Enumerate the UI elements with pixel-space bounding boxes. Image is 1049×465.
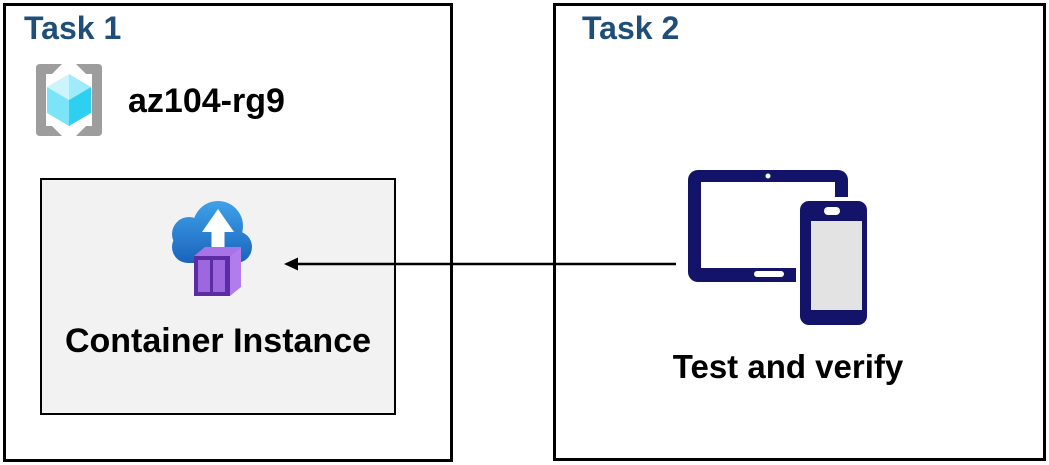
task1-title: Task 1 bbox=[24, 10, 122, 46]
resource-group-name: az104-rg9 bbox=[128, 82, 285, 120]
test-and-verify-label: Test and verify bbox=[672, 348, 904, 385]
resource-group-icon bbox=[36, 64, 102, 136]
task2-title: Task 2 bbox=[582, 10, 680, 46]
tablet-and-phone-icon bbox=[688, 170, 871, 329]
container-instance-label: Container Instance bbox=[64, 322, 372, 360]
container-instance-icon bbox=[172, 201, 252, 296]
container-instance-card: Container Instance bbox=[40, 178, 396, 415]
arrow-left-connector bbox=[284, 257, 676, 271]
task2-panel: Task 2 Test and verify bbox=[553, 3, 1046, 461]
task1-panel: Task 1 az104-rg9 bbox=[3, 3, 453, 462]
